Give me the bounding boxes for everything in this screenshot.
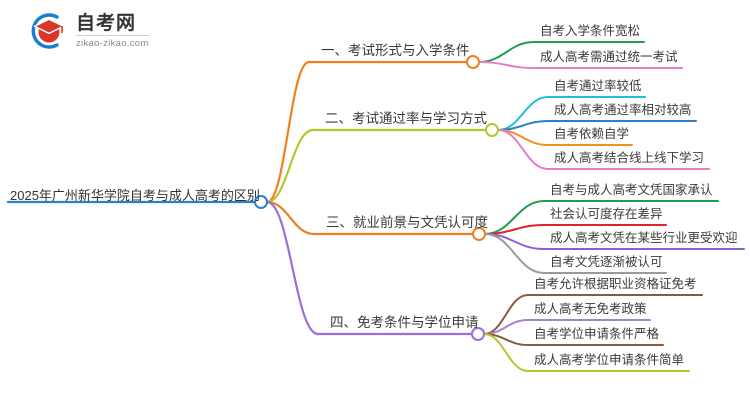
mindmap-leaf-label-3-1[interactable]: 自考与成人高考文凭国家承认 (550, 183, 713, 197)
branch-connector-3 (265, 200, 316, 236)
logo-domain: zikao-zikao.com (76, 37, 149, 49)
leaf-connector-2-4 (497, 129, 549, 170)
mindmap-branch-label-1[interactable]: 一、考试形式与入学条件 (321, 43, 470, 58)
mindmap-branch-label-3[interactable]: 三、就业前景与文凭认可度 (326, 215, 488, 230)
graduation-cap-icon (26, 10, 68, 52)
mindmap-leaf-label-2-1[interactable]: 自考通过率较低 (554, 79, 642, 93)
leaf-connector-2-2 (497, 120, 549, 131)
leaf-connector-3-4 (484, 233, 545, 274)
branch-connector-1 (265, 60, 311, 204)
mindmap-connectors (265, 41, 549, 372)
branch-node-circle-2 (485, 123, 499, 137)
mindmap-leaf-label-1-2[interactable]: 成人高考需通过统一考试 (540, 50, 678, 64)
site-logo: 自考网 zikao-zikao.com (26, 10, 149, 52)
mindmap-leaf-label-3-3[interactable]: 成人高考文凭在某些行业更受欢迎 (550, 231, 738, 245)
mindmap-leaf-label-3-2[interactable]: 社会认可度存在差异 (550, 207, 663, 221)
root-node-circle (254, 195, 268, 209)
mindmap-nodes (254, 55, 499, 341)
branch-node-circle-4 (471, 327, 485, 341)
mindmap-leaf-label-2-3[interactable]: 自考依赖自学 (554, 127, 630, 141)
branch-connector-4 (265, 200, 320, 336)
mindmap-leaf-label-2-4[interactable]: 成人高考结合线上线下学习 (554, 151, 705, 165)
leaf-connector-1-2 (478, 61, 535, 69)
mindmap-branch-label-2[interactable]: 二、考试通过率与学习方式 (325, 111, 487, 126)
mindmap-branch-label-4[interactable]: 四、免考条件与学位申请 (330, 315, 479, 330)
mindmap-leaf-label-4-3[interactable]: 自考学位申请条件严格 (534, 327, 660, 341)
mindmap-leaf-label-4-4[interactable]: 成人高考学位申请条件简单 (534, 353, 685, 367)
mindmap-leaf-label-1-1[interactable]: 自考入学条件宽松 (540, 24, 641, 38)
leaf-connector-3-2 (484, 224, 545, 235)
leaf-connector-4-4 (483, 333, 529, 372)
mindmap-underlines (6, 41, 745, 372)
leaf-connector-1-1 (478, 41, 535, 63)
branch-node-circle-1 (466, 55, 480, 69)
logo-title: 自考网 (76, 14, 149, 36)
mindmap-leaf-label-4-1[interactable]: 自考允许根据职业资格证免考 (534, 277, 697, 291)
mindmap-leaf-label-2-2[interactable]: 成人高考通过率相对较高 (554, 103, 692, 117)
mindmap-root-label[interactable]: 2025年广州新华学院自考与成人高考的区别 (10, 188, 260, 203)
mindmap-leaf-label-3-4[interactable]: 自考文凭逐渐被认可 (550, 255, 663, 269)
branch-connector-2 (265, 128, 315, 204)
mindmap-leaf-label-4-2[interactable]: 成人高考无免考政策 (534, 302, 647, 316)
branch-node-circle-3 (472, 227, 486, 241)
